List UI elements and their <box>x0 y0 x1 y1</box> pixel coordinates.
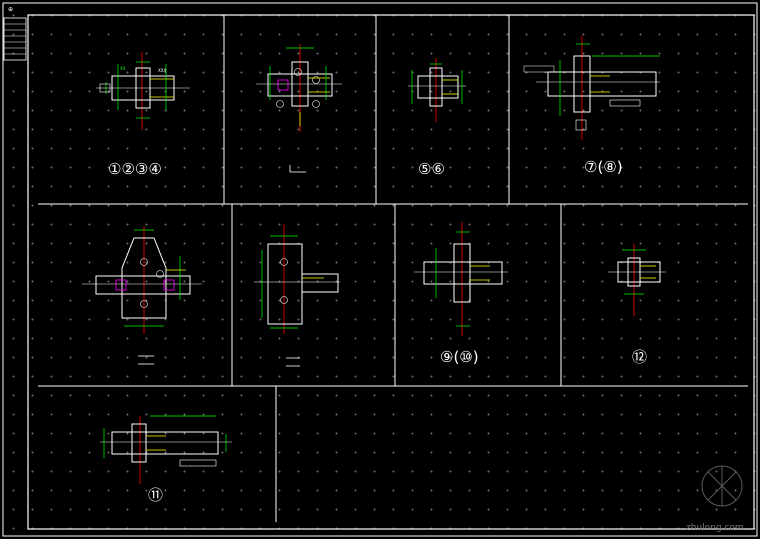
left-title-block: ⊕ <box>3 6 27 61</box>
watermark-logo <box>701 465 743 507</box>
detail-12[interactable] <box>608 244 666 316</box>
svg-text:XXX: XXX <box>158 68 166 73</box>
panel-grid <box>38 15 748 522</box>
detail-label-56: ⑤⑥ <box>418 160 445 178</box>
detail-1234[interactable]: XXX XX <box>96 52 190 130</box>
detail-11[interactable] <box>100 415 232 484</box>
svg-text:XX: XX <box>120 66 126 71</box>
detail-label-1234: ①②③④ <box>108 160 162 178</box>
detail-section-2[interactable] <box>82 226 202 365</box>
detail-78[interactable] <box>523 36 660 140</box>
detail-label-78: ⑦(⑧) <box>584 158 623 176</box>
title-block-mark: ⊕ <box>8 6 13 13</box>
detail-56[interactable] <box>408 58 466 122</box>
detail-910[interactable] <box>414 222 508 336</box>
watermark-text: zhulong.com <box>686 523 744 533</box>
detail-label-12: ⑫ <box>632 348 647 366</box>
detail-label-11: ⑪ <box>148 486 163 504</box>
detail-label-910: ⑨(⑩) <box>440 348 479 366</box>
detail-section-1[interactable] <box>256 44 342 173</box>
inner-border <box>27 14 755 530</box>
detail-section-3[interactable] <box>254 224 340 367</box>
